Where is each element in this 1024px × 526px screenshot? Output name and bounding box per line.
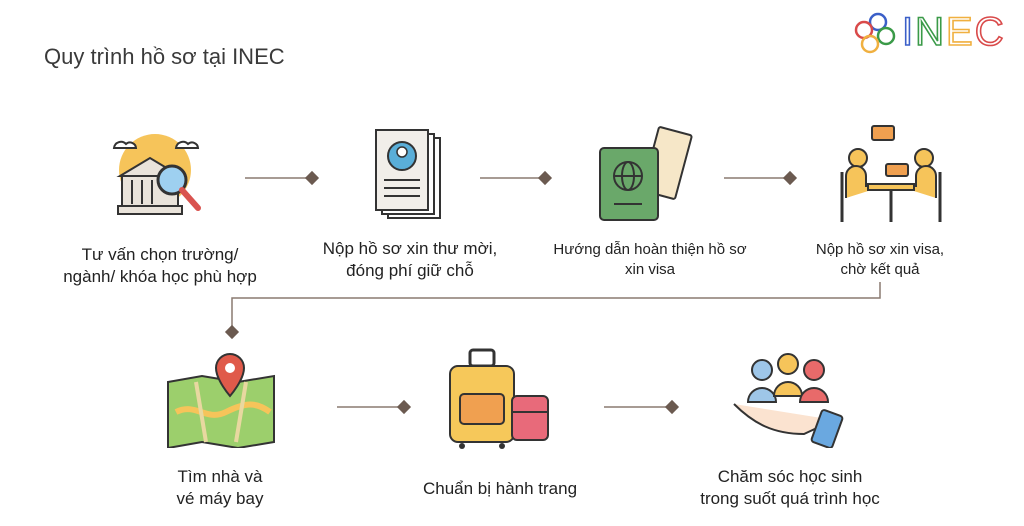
row-wrap-connector [231, 282, 881, 330]
step-label: Nộp hồ sơ xin visa,chờ kết quả [815, 241, 945, 278]
university-search-icon [112, 134, 201, 215]
luggage-icon [449, 348, 549, 449]
step-label: Tư vấn chọn trường/ngành/ khóa học phù h… [63, 245, 257, 287]
documents-profile-icon [375, 129, 441, 219]
logo-text: INEC [901, 9, 1006, 55]
step-label: Nộp hồ sơ xin thư mời,đóng phí giữ chỗ [322, 239, 498, 281]
step-label: Chuẩn bị hành trang [422, 479, 578, 498]
map-pin-icon [167, 352, 275, 448]
passport-ticket-icon [599, 126, 693, 221]
interview-meeting-icon [840, 125, 942, 222]
page-title: Quy trình hồ sơ tại INEC [44, 44, 285, 69]
inec-logo: INEC [852, 9, 1017, 55]
clover-logo-icon [854, 12, 896, 53]
student-care-icon [733, 353, 844, 448]
